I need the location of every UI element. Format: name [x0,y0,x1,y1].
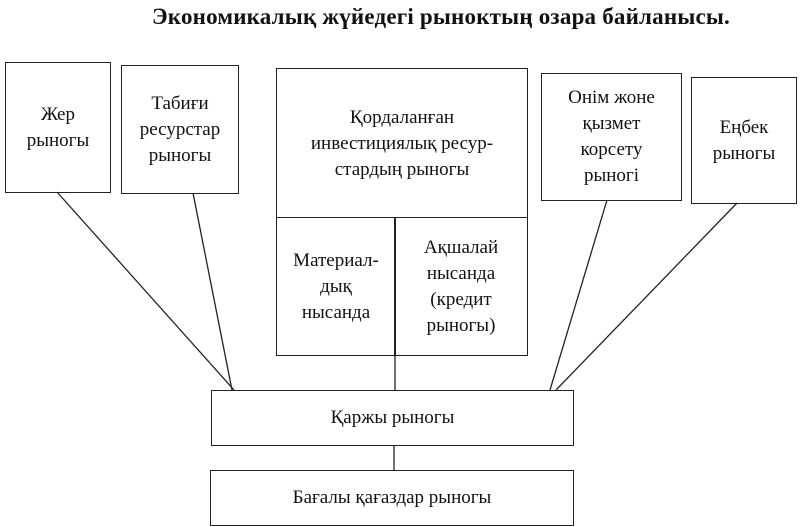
land-market-box: Жер рыногы [5,62,111,193]
material-form-box: Материал- дық нысанда [276,217,396,356]
connector-goods-financial [549,199,608,391]
securities-market-box: Бағалы қағаздар рыногы [210,470,574,526]
goods-services-market-box: Онім жоне қызмет корсету рыногі [541,73,682,201]
natural-resources-market-box: Табиғи ресурстар рыногы [121,65,239,194]
connector-land-financial [56,191,235,391]
investment-resources-market-box: Қордаланған инвестициялық ресур- стардың… [276,68,528,218]
money-form-credit-market-box: Ақшалай нысанда (кредит рыногы) [394,217,528,356]
connector-labor-financial [555,202,738,391]
labor-market-box: Еңбек рыногы [691,77,797,204]
financial-market-box: Қаржы рыногы [211,390,574,446]
connector-natural-financial [192,192,233,391]
diagram-title: Экономикалық жүйедегі рыноктың озара бай… [152,4,730,29]
